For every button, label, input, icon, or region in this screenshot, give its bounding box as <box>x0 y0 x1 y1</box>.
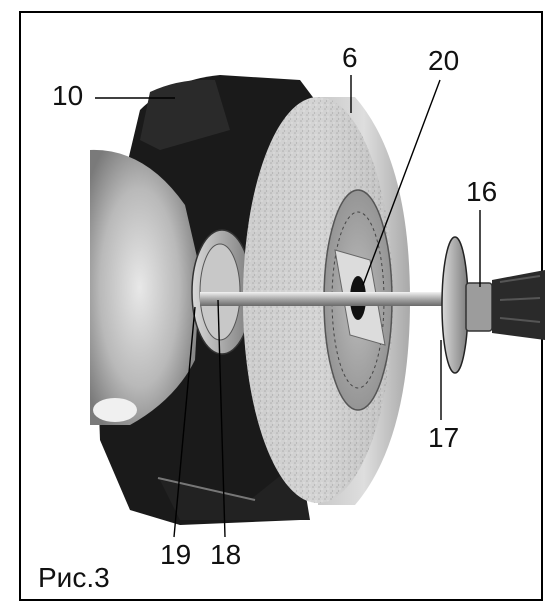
figure-caption: Рис.3 <box>38 562 110 593</box>
callout-outer-flange: 17 <box>428 422 460 453</box>
wrench-handle <box>492 270 545 340</box>
callout-guard: 10 <box>52 80 84 111</box>
leader-lines <box>95 75 481 538</box>
leader-inner-flange <box>217 299 226 538</box>
callout-inner-flange: 18 <box>210 539 242 570</box>
wrench-grip <box>499 275 541 323</box>
motor-highlight <box>93 398 137 422</box>
motor-housing <box>90 149 200 426</box>
guard-bracket <box>160 460 310 520</box>
leader-shaft <box>173 306 196 538</box>
nut <box>465 282 493 332</box>
outer-flange <box>441 236 469 374</box>
callout-wheel: 6 <box>342 42 358 73</box>
callout-bore: 20 <box>428 45 460 76</box>
bracket-rim <box>157 477 256 501</box>
spindle-shaft <box>200 292 450 306</box>
callout-shaft: 19 <box>160 539 192 570</box>
leader-bore <box>362 79 441 286</box>
grinder-photo <box>90 75 545 525</box>
callout-nut: 16 <box>466 176 498 207</box>
